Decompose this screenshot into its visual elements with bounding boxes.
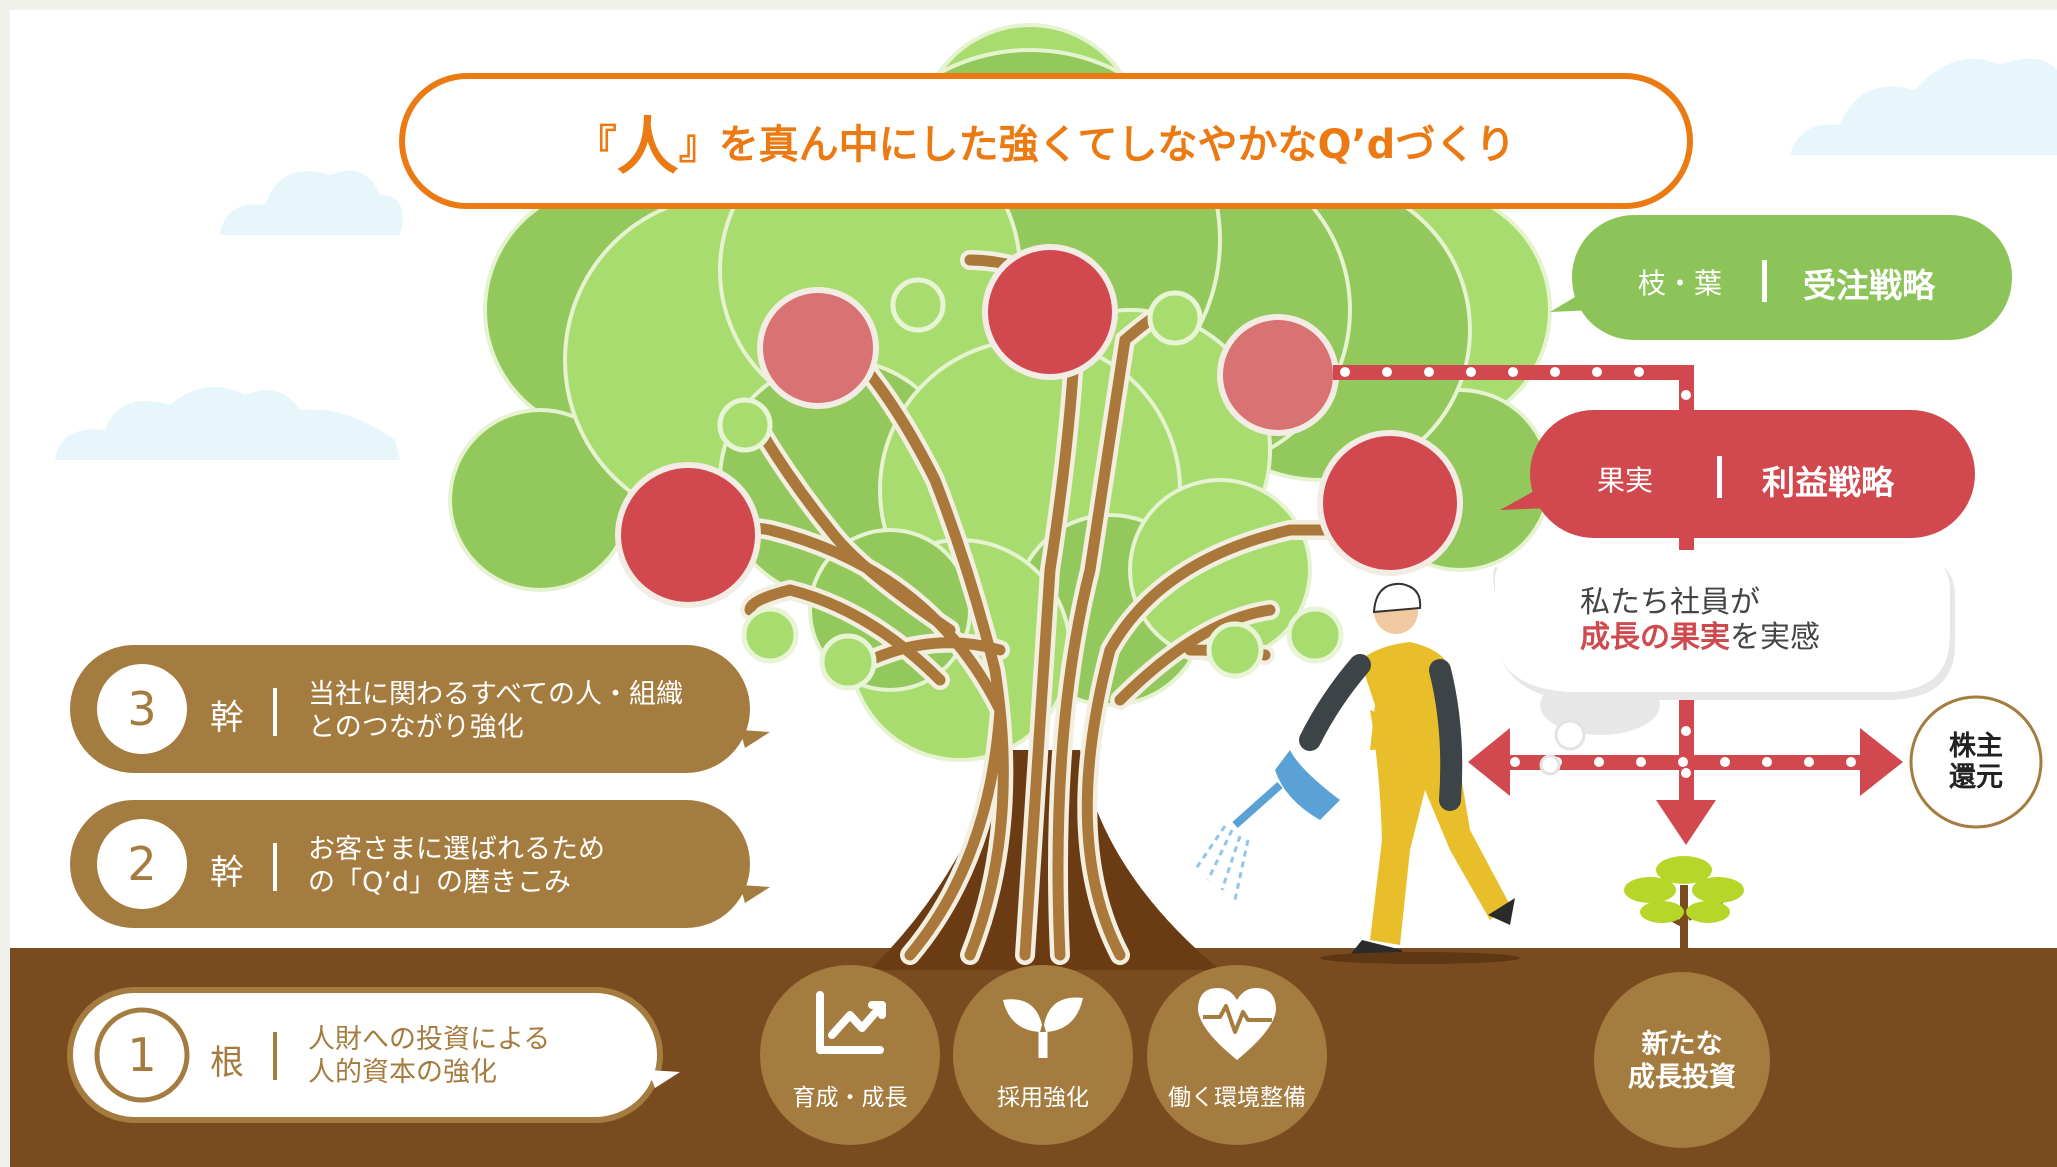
arrow-down — [1656, 800, 1716, 845]
line-dot — [1424, 367, 1434, 377]
line-dot — [1681, 390, 1691, 400]
line-dot — [1382, 367, 1392, 377]
line-dot — [1720, 757, 1730, 767]
level-3-number: 3 — [127, 682, 157, 736]
water-drops — [1193, 825, 1250, 901]
line-dot — [1681, 768, 1691, 778]
sprout-icon — [1003, 997, 1083, 1058]
strategy-pill-fruit — [1500, 410, 1975, 538]
title-bracket-open: 『 — [576, 122, 617, 168]
bubble-line-2-rest: を実感 — [1730, 620, 1820, 655]
title-rest: を真ん中にした強くてしなやかなQ’dづくり — [718, 122, 1516, 168]
line-dot — [1634, 367, 1644, 377]
line-dot — [1550, 367, 1560, 377]
clouds — [55, 58, 2057, 460]
level-2-description: お客さまに選ばれるため の「Q’d」の磨きこみ — [308, 834, 605, 898]
gardener-figure — [1193, 582, 1520, 964]
arrow-right — [1860, 728, 1903, 796]
diagram-artwork — [10, 23, 2057, 1167]
line-dot — [1340, 367, 1350, 377]
level-1-type: 根 — [210, 1043, 244, 1083]
level-pill-1 — [67, 987, 680, 1123]
level-pill-2 — [70, 800, 770, 928]
line-dot — [1681, 726, 1691, 736]
line-dot — [1466, 367, 1476, 377]
root-label-training: 育成・成長 — [792, 1085, 908, 1111]
tree-buds — [717, 277, 1344, 691]
shareholder-return-circle — [1909, 695, 2043, 829]
tree-branches — [670, 250, 1340, 965]
shareholder-return-label: 株主 還元 — [1949, 731, 2003, 793]
level-3-description: 当社に関わるすべての人・組織 とのつながり強化 — [308, 679, 684, 743]
new-investment-label: 新たな 成長投資 — [1628, 1029, 1736, 1093]
line-dot — [1594, 757, 1604, 767]
fruit — [982, 244, 1118, 380]
fruit-part-label: 果実 — [1597, 464, 1654, 497]
level-3-type: 幹 — [210, 698, 244, 738]
arrow-left — [1468, 728, 1510, 796]
line-dot — [1846, 757, 1856, 767]
diagram-stage: 『人』を真ん中にした強くてしなやかなQ’dづくり 枝・葉 受注戦略 果実 利益戦… — [10, 10, 2057, 1167]
root-label-environment: 働く環境整備 — [1168, 1085, 1306, 1111]
fruit — [615, 462, 761, 608]
line-dot — [1592, 367, 1602, 377]
line-dot — [1804, 757, 1814, 767]
line-dot — [1762, 757, 1772, 767]
title-banner — [399, 73, 1693, 209]
fruit — [757, 287, 879, 409]
new-investment-circle — [1594, 972, 1770, 1148]
title-bracket-close: 』 — [678, 122, 719, 168]
thought-bubble — [1493, 550, 1955, 776]
growth-chart-icon — [816, 991, 886, 1054]
level-1-description: 人財への投資による 人的資本の強化 — [308, 1024, 551, 1088]
root-label-recruiting: 採用強化 — [997, 1085, 1089, 1111]
bubble-highlight: 成長の果実 — [1580, 620, 1730, 655]
root-circle-training — [760, 965, 940, 1145]
fruit — [1317, 430, 1463, 576]
sapling — [1624, 856, 1744, 950]
line-dot — [1636, 757, 1646, 767]
line-dot — [1678, 757, 1688, 767]
line-dot — [1510, 757, 1520, 767]
bubble-line-1: 私たち社員が — [1580, 585, 1760, 620]
fruit — [1217, 314, 1339, 436]
branches-part-label: 枝・葉 — [1638, 267, 1723, 300]
fruit-strategy-name: 利益戦略 — [1762, 463, 1894, 502]
level-2-number: 2 — [127, 837, 157, 891]
level-pill-3 — [70, 645, 770, 773]
branches-strategy-name: 受注戦略 — [1803, 266, 1935, 305]
page-title: 『人』を真ん中にした強くてしなやかなQ’dづくり — [402, 76, 1690, 206]
title-hito: 人 — [616, 110, 679, 183]
level-1-number: 1 — [127, 1028, 157, 1082]
strategy-pill-branches — [1550, 215, 2012, 340]
tree-fruits — [615, 244, 1463, 608]
heart-pulse-icon — [1198, 988, 1276, 1060]
tree-trunk — [870, 750, 1220, 970]
level-2-type: 幹 — [210, 853, 244, 893]
line-dot — [1508, 367, 1518, 377]
bubble-text: 私たち社員が 成長の果実を実感 — [1580, 585, 1820, 655]
